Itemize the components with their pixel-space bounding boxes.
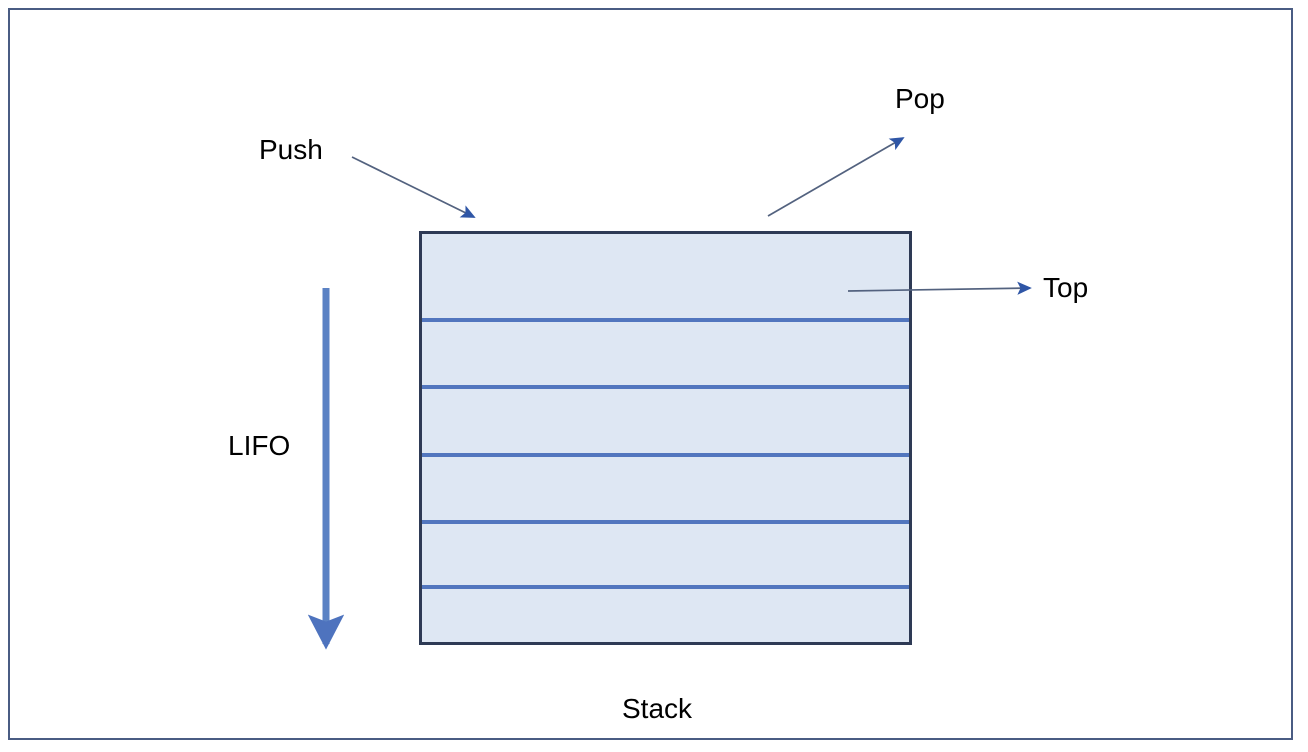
stack-divider-1: [422, 318, 909, 322]
stack-divider-5: [422, 585, 909, 589]
top-label: Top: [1043, 272, 1089, 303]
stack-label: Stack: [622, 693, 693, 724]
stack-divider-2: [422, 385, 909, 389]
diagram-outer-frame: [8, 8, 1293, 740]
stack-container: [419, 231, 912, 645]
stack-divider-3: [422, 453, 909, 457]
push-label: Push: [259, 134, 323, 165]
stack-divider-4: [422, 520, 909, 524]
lifo-label: LIFO: [228, 430, 291, 461]
pop-label: Pop: [895, 83, 945, 114]
